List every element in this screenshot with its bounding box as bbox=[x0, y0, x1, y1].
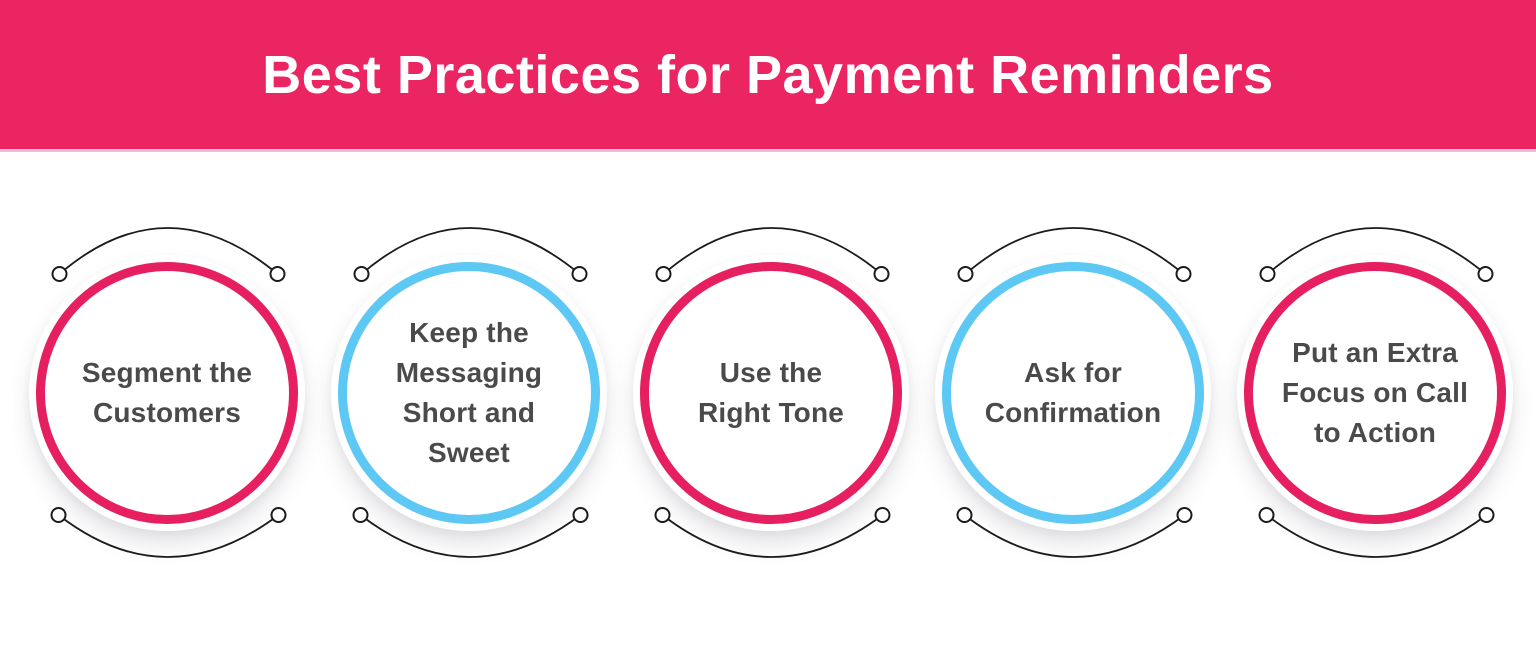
practice-card: Use the Right Tone bbox=[620, 197, 922, 597]
practice-label: Put an Extra Focus on Call to Action bbox=[1281, 337, 1469, 448]
practice-card: Ask for Confirmation bbox=[922, 197, 1224, 597]
accent-ring: Use the Right Tone bbox=[640, 262, 902, 524]
header-banner: Best Practices for Payment Reminders bbox=[0, 0, 1536, 152]
practice-card: Put an Extra Focus on Call to Action bbox=[1224, 197, 1526, 597]
circle-disc: Use the Right Tone bbox=[633, 255, 909, 531]
connector-dot-bottom-right bbox=[270, 507, 287, 523]
connector-dot-bottom-left bbox=[50, 507, 67, 523]
accent-ring: Put an Extra Focus on Call to Action bbox=[1244, 262, 1506, 524]
connector-dot-bottom-left bbox=[654, 507, 671, 523]
page-title: Best Practices for Payment Reminders bbox=[262, 44, 1274, 105]
connector-dot-top-right bbox=[269, 266, 286, 282]
best-practices-diagram: Segment the Customers Keep the Messaging… bbox=[0, 197, 1536, 597]
connector-dot-top-right bbox=[873, 266, 890, 282]
accent-ring: Ask for Confirmation bbox=[942, 262, 1204, 524]
practice-card: Segment the Customers bbox=[16, 197, 318, 597]
accent-ring: Keep the Messaging Short and Sweet bbox=[338, 262, 600, 524]
connector-dot-top-left bbox=[1259, 266, 1276, 282]
connector-dot-bottom-left bbox=[956, 507, 973, 523]
practice-label: Keep the Messaging Short and Sweet bbox=[395, 317, 543, 468]
practice-label: Ask for Confirmation bbox=[984, 357, 1162, 428]
circle-disc: Ask for Confirmation bbox=[935, 255, 1211, 531]
connector-dot-top-left bbox=[51, 266, 68, 282]
connector-dot-top-left bbox=[353, 266, 370, 282]
connector-dot-bottom-right bbox=[572, 507, 589, 523]
connector-dot-bottom-left bbox=[352, 507, 369, 523]
connector-dot-top-right bbox=[1175, 266, 1192, 282]
circle-disc: Keep the Messaging Short and Sweet bbox=[331, 255, 607, 531]
connector-dot-top-right bbox=[571, 266, 588, 282]
circle-disc: Put an Extra Focus on Call to Action bbox=[1237, 255, 1513, 531]
connector-dot-top-left bbox=[957, 266, 974, 282]
connector-dot-bottom-right bbox=[1478, 507, 1495, 523]
connector-dot-top-right bbox=[1477, 266, 1494, 282]
accent-ring: Segment the Customers bbox=[36, 262, 298, 524]
connector-dot-top-left bbox=[655, 266, 672, 282]
practice-label: Use the Right Tone bbox=[697, 357, 845, 428]
practice-card: Keep the Messaging Short and Sweet bbox=[318, 197, 620, 597]
connector-dot-bottom-right bbox=[874, 507, 891, 523]
circle-disc: Segment the Customers bbox=[29, 255, 305, 531]
practice-label: Segment the Customers bbox=[81, 357, 253, 428]
connector-dot-bottom-left bbox=[1258, 507, 1275, 523]
connector-dot-bottom-right bbox=[1176, 507, 1193, 523]
